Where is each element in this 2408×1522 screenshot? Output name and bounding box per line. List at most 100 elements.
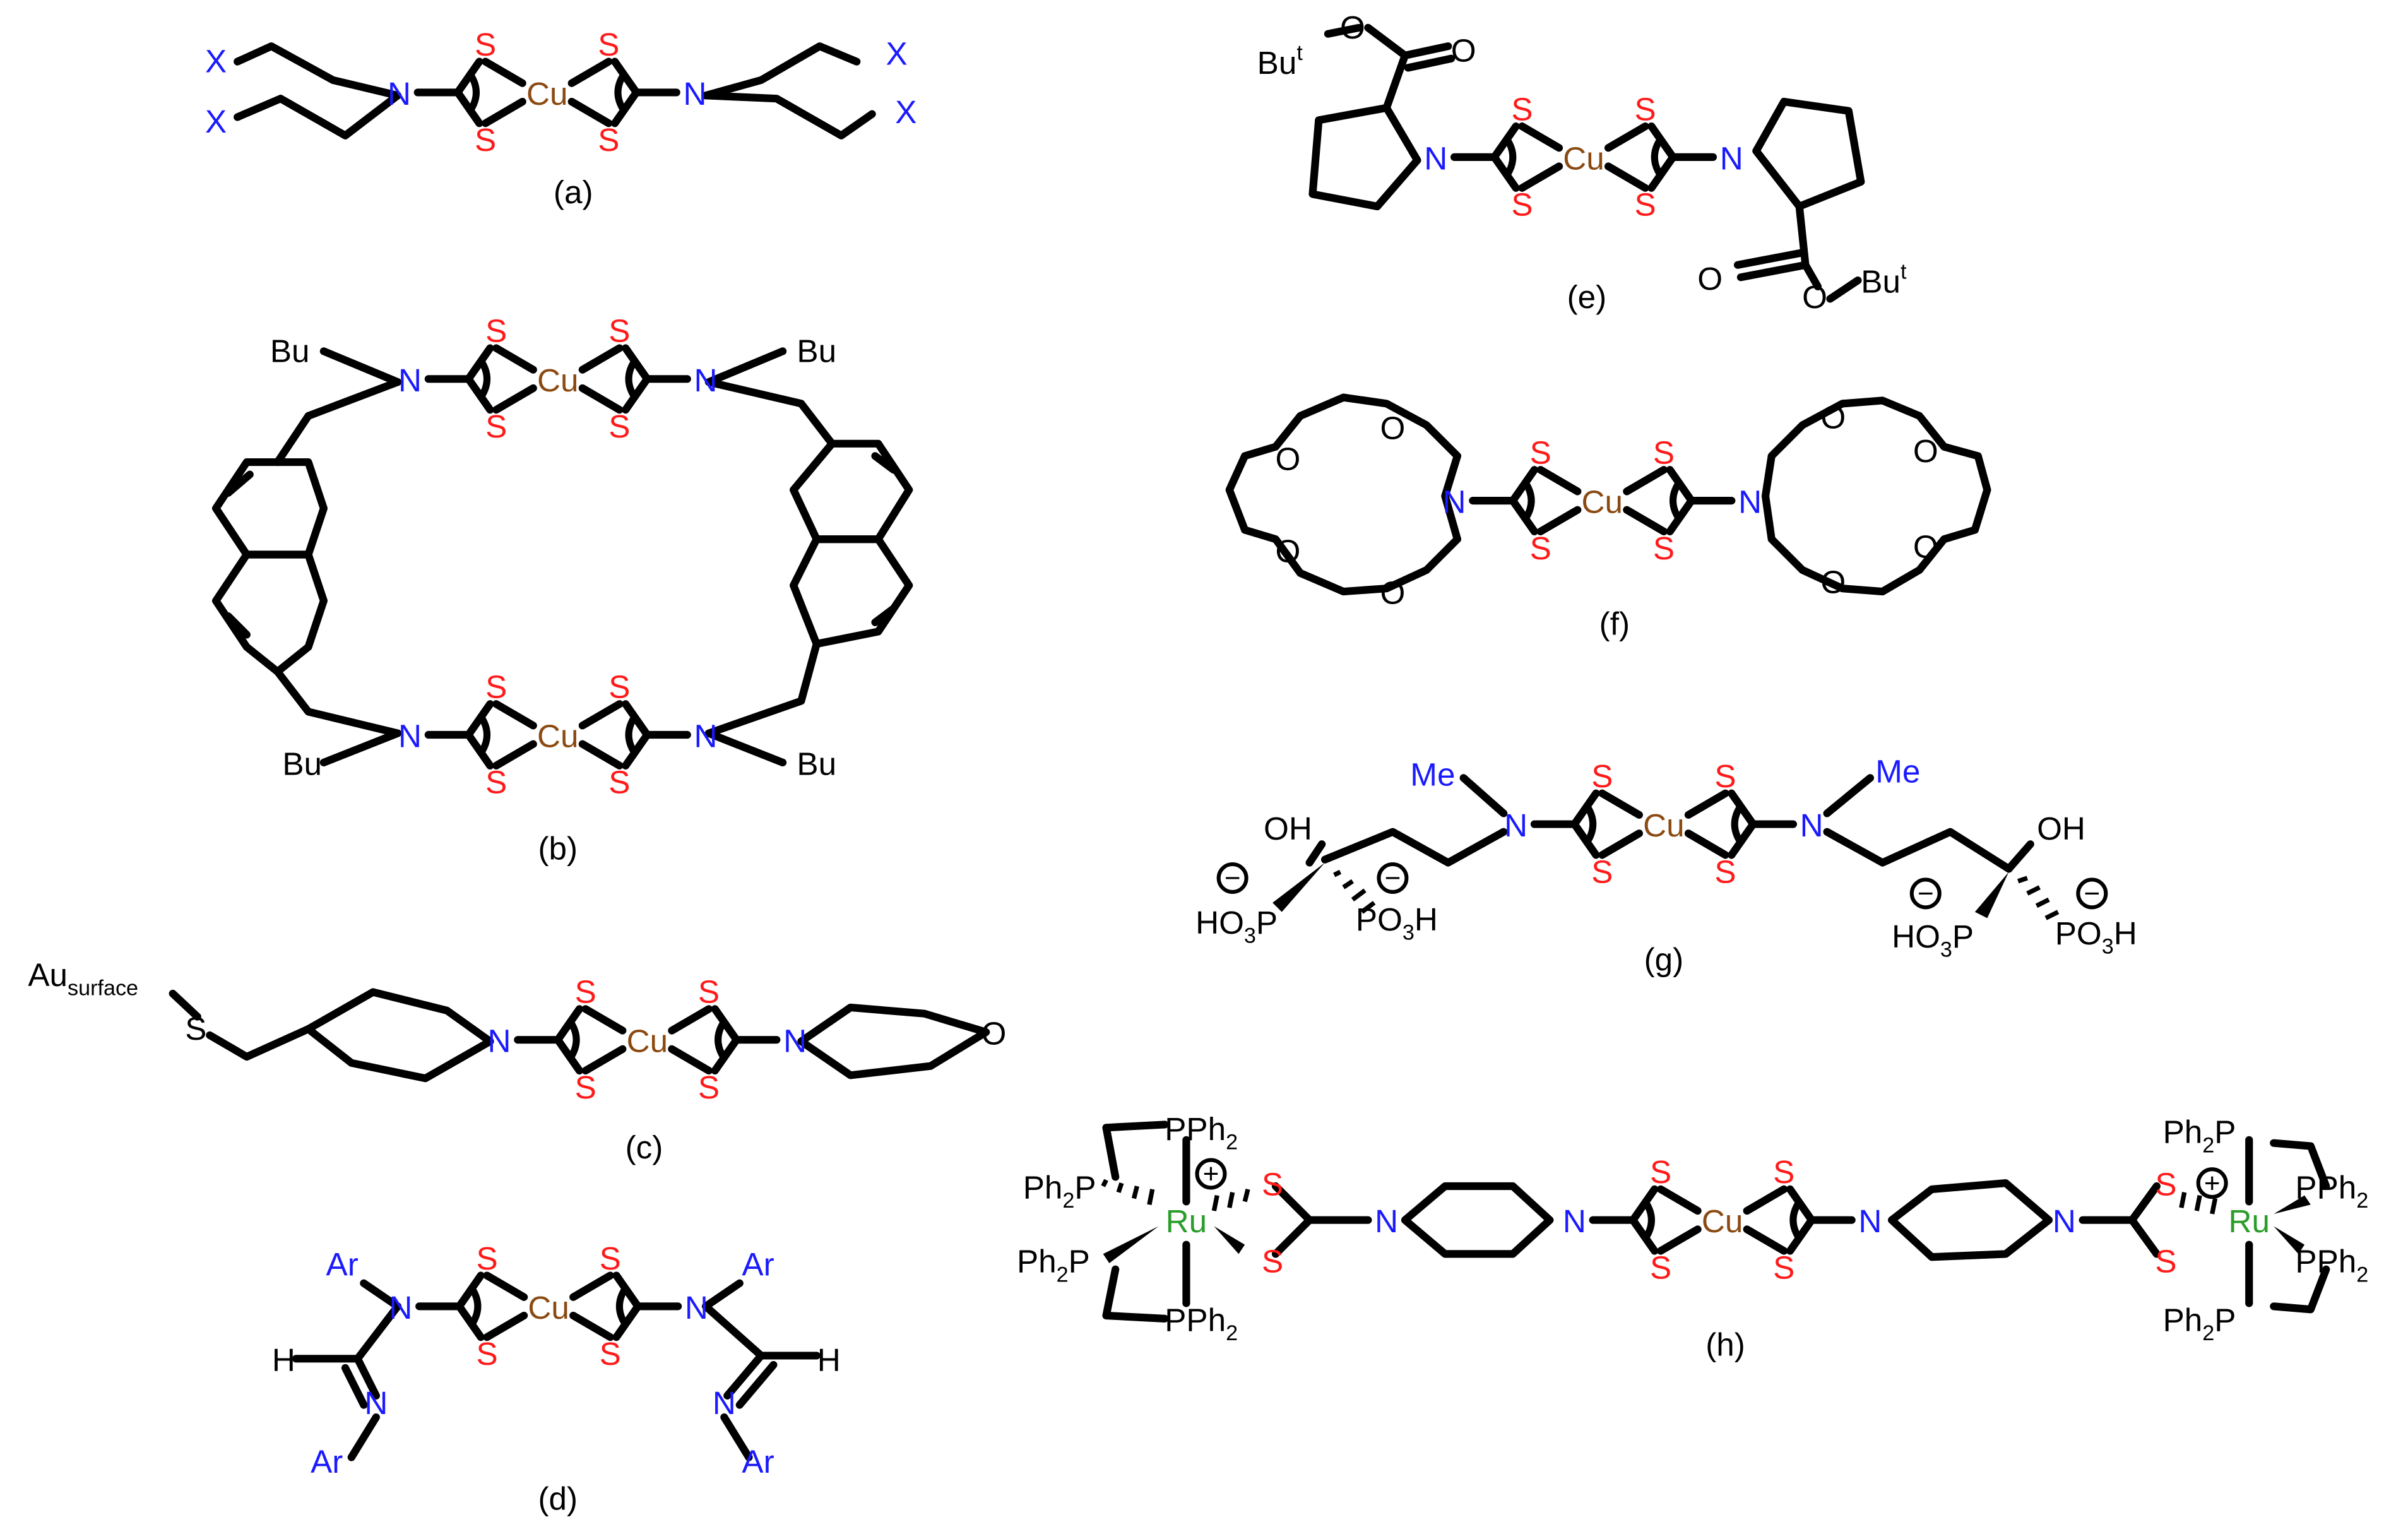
svg-text:+: + xyxy=(1203,1158,1219,1189)
s-label: S xyxy=(485,313,507,349)
caption-b: (b) xyxy=(538,831,578,867)
po3h-label: PO3H xyxy=(2055,915,2137,959)
me-label: Me xyxy=(1875,754,1920,790)
me-label: Me xyxy=(1410,757,1455,793)
s-label: S xyxy=(1773,1249,1794,1285)
bu-label: Bu xyxy=(282,746,322,782)
cu-label: Cu xyxy=(528,1290,569,1326)
bu-label: Bu xyxy=(797,746,836,782)
s-label: S xyxy=(608,408,630,444)
s-label: S xyxy=(1635,187,1656,223)
s-label: S xyxy=(1530,435,1551,471)
n-label: N xyxy=(388,76,411,112)
n-label: N xyxy=(683,76,706,112)
x-label: X xyxy=(895,94,916,130)
minus-charge: − xyxy=(1377,862,1409,894)
caption-g: (g) xyxy=(1644,941,1684,977)
ho3p-label: HO3P xyxy=(1195,905,1278,948)
n-label: N xyxy=(488,1023,511,1059)
n-label: N xyxy=(694,718,718,754)
s-label: S xyxy=(185,1011,206,1047)
s-label: S xyxy=(600,1336,621,1372)
caption-f: (f) xyxy=(1599,605,1630,641)
o-label: O xyxy=(1820,564,1846,600)
oh-label: OH xyxy=(1264,811,1312,847)
po3h-label: PO3H xyxy=(1356,901,1438,945)
minus-charge: − xyxy=(1216,862,1248,894)
o-label: O xyxy=(1380,410,1406,446)
o-label: O xyxy=(1276,533,1301,569)
o-label: O xyxy=(1340,9,1365,45)
cu-label: Cu xyxy=(526,76,568,112)
ph2p-label: Ph2P xyxy=(1017,1244,1090,1287)
s-label: S xyxy=(1530,530,1551,566)
s-label: S xyxy=(698,1069,720,1105)
cu-label: Cu xyxy=(1563,140,1604,176)
n-label: N xyxy=(1858,1203,1882,1239)
s-label: S xyxy=(608,313,630,349)
s-label: S xyxy=(1653,435,1675,471)
s-label: S xyxy=(1650,1154,1671,1190)
x-label: X xyxy=(205,104,227,140)
s-label: S xyxy=(600,1240,621,1276)
caption-h: (h) xyxy=(1705,1326,1745,1362)
s-label: S xyxy=(1653,530,1675,566)
ph2p-label: Ph2P xyxy=(2163,1114,2236,1158)
s-label: S xyxy=(1262,1167,1283,1203)
o-label: O xyxy=(1697,261,1723,297)
oh-label: OH xyxy=(2037,811,2085,847)
bu-t-label: But xyxy=(1257,41,1303,81)
s-label: S xyxy=(2155,1167,2176,1203)
svg-text:−: − xyxy=(2084,878,2101,909)
caption-d: (d) xyxy=(538,1480,578,1516)
x-label: X xyxy=(205,44,227,80)
s-label: S xyxy=(1650,1249,1671,1285)
n-label: N xyxy=(364,1385,388,1421)
caption-e: (e) xyxy=(1567,279,1607,315)
s-label: S xyxy=(1511,91,1533,127)
caption-c: (c) xyxy=(626,1129,663,1165)
o-label: O xyxy=(1913,433,1938,469)
s-label: S xyxy=(1714,758,1736,794)
n-label: N xyxy=(1375,1203,1398,1239)
cu-dithiocarbamate-core-a: S S N S S N Cu xyxy=(388,27,707,158)
s-label: S xyxy=(1714,853,1736,889)
ar-label: Ar xyxy=(311,1444,343,1480)
pph2-label: PPh2 xyxy=(2295,1170,2368,1213)
n-label: N xyxy=(398,362,422,398)
s-label: S xyxy=(475,27,496,62)
s-label: S xyxy=(475,122,496,158)
n-label: N xyxy=(1443,484,1466,520)
cu-dithiocarbamate-core: S S N S S N Cu xyxy=(1563,1154,1882,1285)
o-label: O xyxy=(1276,441,1301,477)
cu-label: Cu xyxy=(537,718,579,754)
ar-label: Ar xyxy=(326,1247,359,1283)
s-label: S xyxy=(2155,1244,2176,1280)
n-label: N xyxy=(2053,1203,2076,1239)
plus-charge: + xyxy=(1195,1158,1227,1190)
s-label: S xyxy=(598,122,619,158)
s-label: S xyxy=(598,27,619,62)
n-label: N xyxy=(398,718,422,754)
o-label: O xyxy=(1820,399,1846,435)
n-label: N xyxy=(1720,140,1743,176)
s-label: S xyxy=(698,974,720,1010)
pph2-label: PPh2 xyxy=(1165,1302,1238,1345)
s-label: S xyxy=(1773,1154,1794,1190)
svg-text:−: − xyxy=(1385,863,1401,894)
ru-label: Ru xyxy=(2228,1203,2270,1239)
plus-charge: + xyxy=(2196,1167,2228,1199)
n-label: N xyxy=(1563,1203,1586,1239)
ar-label: Ar xyxy=(742,1444,774,1480)
cu-label: Cu xyxy=(1702,1203,1743,1239)
o-label: O xyxy=(981,1016,1006,1052)
o-label: O xyxy=(1802,279,1827,315)
s-label: S xyxy=(608,669,630,705)
